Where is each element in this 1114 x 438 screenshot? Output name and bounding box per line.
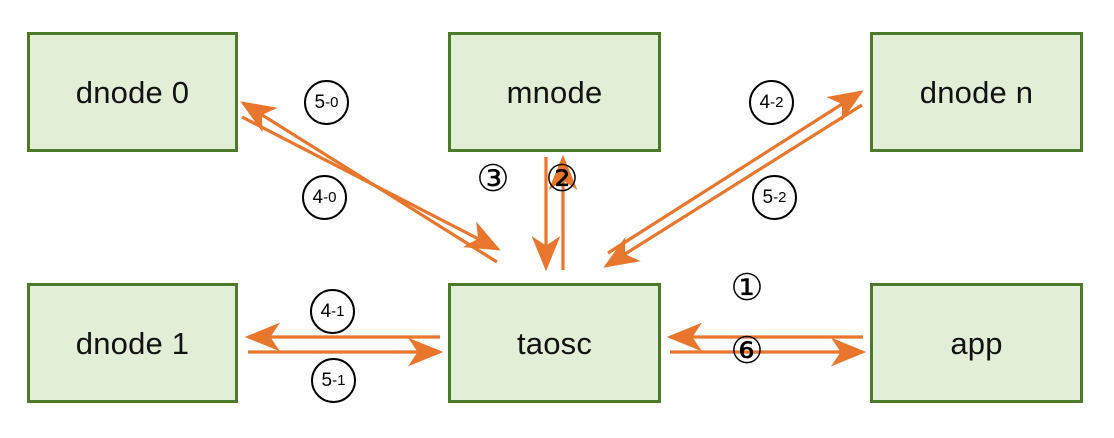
node-label: app (950, 325, 1003, 361)
badge-main: 4 (320, 301, 332, 322)
node-label: dnode 0 (75, 74, 190, 110)
badge-main: ③ (476, 158, 510, 199)
node-app[interactable]: app (870, 283, 1083, 403)
badge-sub: -1 (331, 303, 345, 320)
node-label: taosc (516, 325, 593, 361)
badge-main: ⑥ (730, 330, 764, 371)
badge-main: 4 (759, 92, 771, 113)
node-dnoden[interactable]: dnode n (870, 32, 1083, 152)
node-label: dnode 1 (75, 325, 190, 361)
badge-main: 5 (762, 187, 774, 208)
node-dnode0[interactable]: dnode 0 (27, 32, 238, 152)
edge-badge-5-2: 5-2 (752, 175, 797, 220)
node-dnode1[interactable]: dnode 1 (27, 283, 238, 403)
badge-sub: -0 (325, 94, 339, 111)
badge-sub: -2 (773, 189, 787, 206)
edge-badge-4-0: 4-0 (302, 175, 347, 220)
badge-sub: -2 (770, 94, 784, 111)
edge-badge-4-2: 4-2 (749, 80, 794, 125)
badge-main: 4 (312, 187, 324, 208)
badge-sub: -1 (332, 372, 346, 389)
node-label: dnode n (919, 74, 1034, 110)
badge-main: 5 (314, 92, 326, 113)
edge-badge-4-1: 4-1 (310, 289, 355, 334)
badge-sub: -0 (323, 189, 337, 206)
node-mnode[interactable]: mnode (448, 32, 661, 152)
edge-4-0 (241, 115, 501, 251)
node-taosc[interactable]: taosc (448, 283, 661, 403)
edge-4-2 (607, 90, 864, 255)
badge-main: 5 (321, 370, 333, 391)
badge-main: ① (730, 267, 764, 308)
edge-badge-5-0: 5-0 (304, 80, 349, 125)
badge-main: ② (545, 158, 579, 199)
edge-badge-5-1: 5-1 (311, 358, 356, 403)
node-label: mnode (506, 74, 603, 110)
edge-5-2 (603, 103, 863, 268)
